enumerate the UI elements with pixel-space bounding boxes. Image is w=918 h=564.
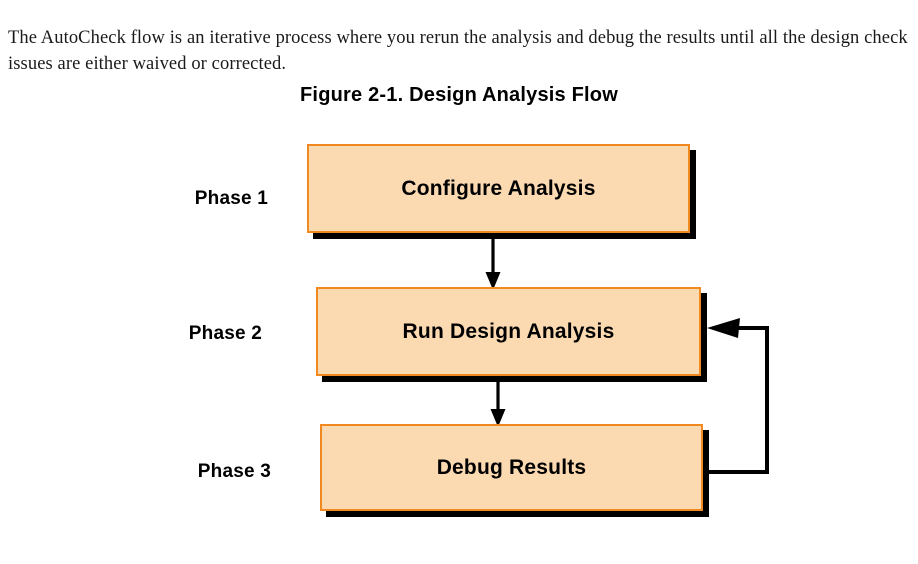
process-box-run-design-analysis[interactable]: Run Design Analysis <box>316 287 701 376</box>
phase-label-1: Phase 1 <box>194 188 268 209</box>
phase-label-3: Phase 3 <box>197 461 271 482</box>
process-box-label-run-design-analysis: Run Design Analysis <box>402 319 615 343</box>
connector-phase3-feedback-to-phase2-icon <box>703 318 769 474</box>
figure-caption: Figure 2-1. Design Analysis Flow <box>300 84 618 106</box>
process-box-label-debug-results: Debug Results <box>436 455 587 479</box>
process-box-label-configure-analysis: Configure Analysis <box>401 176 596 200</box>
connector-phase1-to-phase2-icon <box>485 233 501 290</box>
intro-paragraph: The AutoCheck flow is an iterative proce… <box>8 27 908 74</box>
process-box-debug-results[interactable]: Debug Results <box>320 424 703 511</box>
process-box-configure-analysis[interactable]: Configure Analysis <box>307 144 690 233</box>
connector-phase2-to-phase3-icon <box>490 377 506 427</box>
phase-label-2: Phase 2 <box>188 323 262 344</box>
